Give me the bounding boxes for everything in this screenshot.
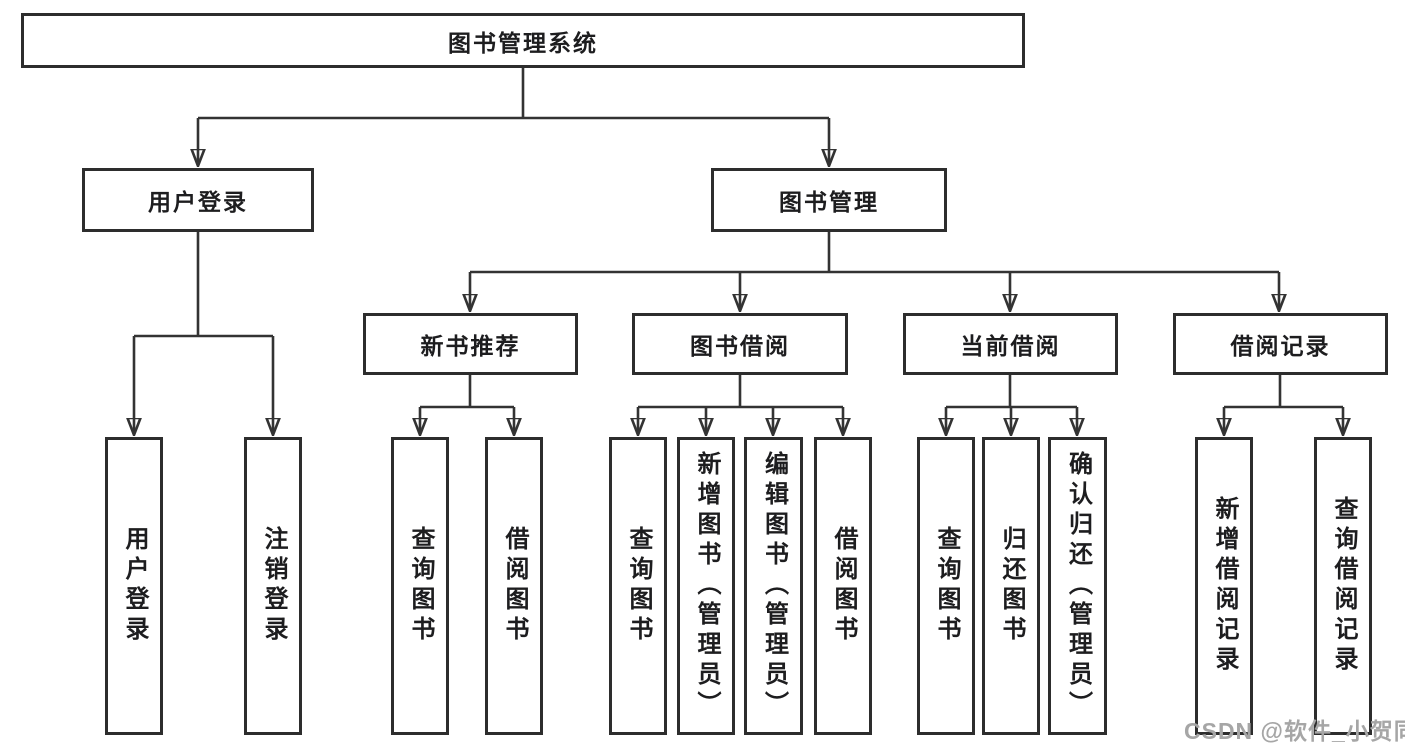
node-label: 编辑图书（管理员）: [760, 451, 788, 721]
node-leaf-edit-book-admin: 编辑图书（管理员）: [744, 437, 803, 735]
node-label: 新书推荐: [420, 333, 521, 359]
node-label: 借阅图书: [501, 526, 528, 646]
node-label: 归还图书: [998, 526, 1025, 646]
node-label: 借阅图书: [830, 526, 857, 646]
node-label: 查询图书: [625, 526, 652, 646]
node-current-borrowing: 当前借阅: [903, 313, 1118, 375]
node-new-book-recommend: 新书推荐: [363, 313, 578, 375]
node-system-root: 图书管理系统: [21, 13, 1025, 68]
node-leaf-return-books: 归还图书: [982, 437, 1040, 735]
watermark: CSDN @软件_小贺同学: [1184, 718, 1405, 744]
node-label: 查询图书: [407, 526, 434, 646]
node-book-borrowing: 图书借阅: [632, 313, 848, 375]
node-leaf-add-borrow-record: 新增借阅记录: [1195, 437, 1253, 735]
node-user-login: 用户登录: [82, 168, 314, 232]
node-leaf-add-book-admin: 新增图书（管理员）: [677, 437, 735, 735]
node-leaf-query-books-2: 查询图书: [609, 437, 667, 735]
node-book-management: 图书管理: [711, 168, 947, 232]
node-label: 用户登录: [148, 189, 248, 215]
node-borrowing-records: 借阅记录: [1173, 313, 1388, 375]
node-label: 图书管理: [779, 189, 879, 215]
node-label: 新增借阅记录: [1211, 496, 1238, 676]
node-leaf-user-login: 用户登录: [105, 437, 163, 735]
node-leaf-query-borrow-record: 查询借阅记录: [1314, 437, 1372, 735]
node-label: 当前借阅: [960, 333, 1061, 359]
node-leaf-borrow-books-1: 借阅图书: [485, 437, 543, 735]
node-label: 图书借阅: [690, 333, 790, 359]
node-leaf-query-books-1: 查询图书: [391, 437, 449, 735]
node-label: 查询图书: [933, 526, 960, 646]
node-label: 借阅记录: [1230, 333, 1331, 359]
node-label: 确认归还（管理员）: [1064, 451, 1092, 721]
branch-segments: [134, 68, 1343, 409]
node-leaf-query-books-3: 查询图书: [917, 437, 975, 735]
node-leaf-borrow-books-2: 借阅图书: [814, 437, 872, 735]
node-label: 图书管理系统: [448, 29, 598, 56]
node-label: 新增图书（管理员）: [693, 451, 720, 721]
node-leaf-logout: 注销登录: [244, 437, 302, 735]
node-label: 用户登录: [121, 526, 148, 646]
node-label: 注销登录: [260, 526, 287, 646]
node-label: 查询借阅记录: [1330, 496, 1357, 676]
node-leaf-confirm-return-admin: 确认归还（管理员）: [1048, 437, 1107, 735]
